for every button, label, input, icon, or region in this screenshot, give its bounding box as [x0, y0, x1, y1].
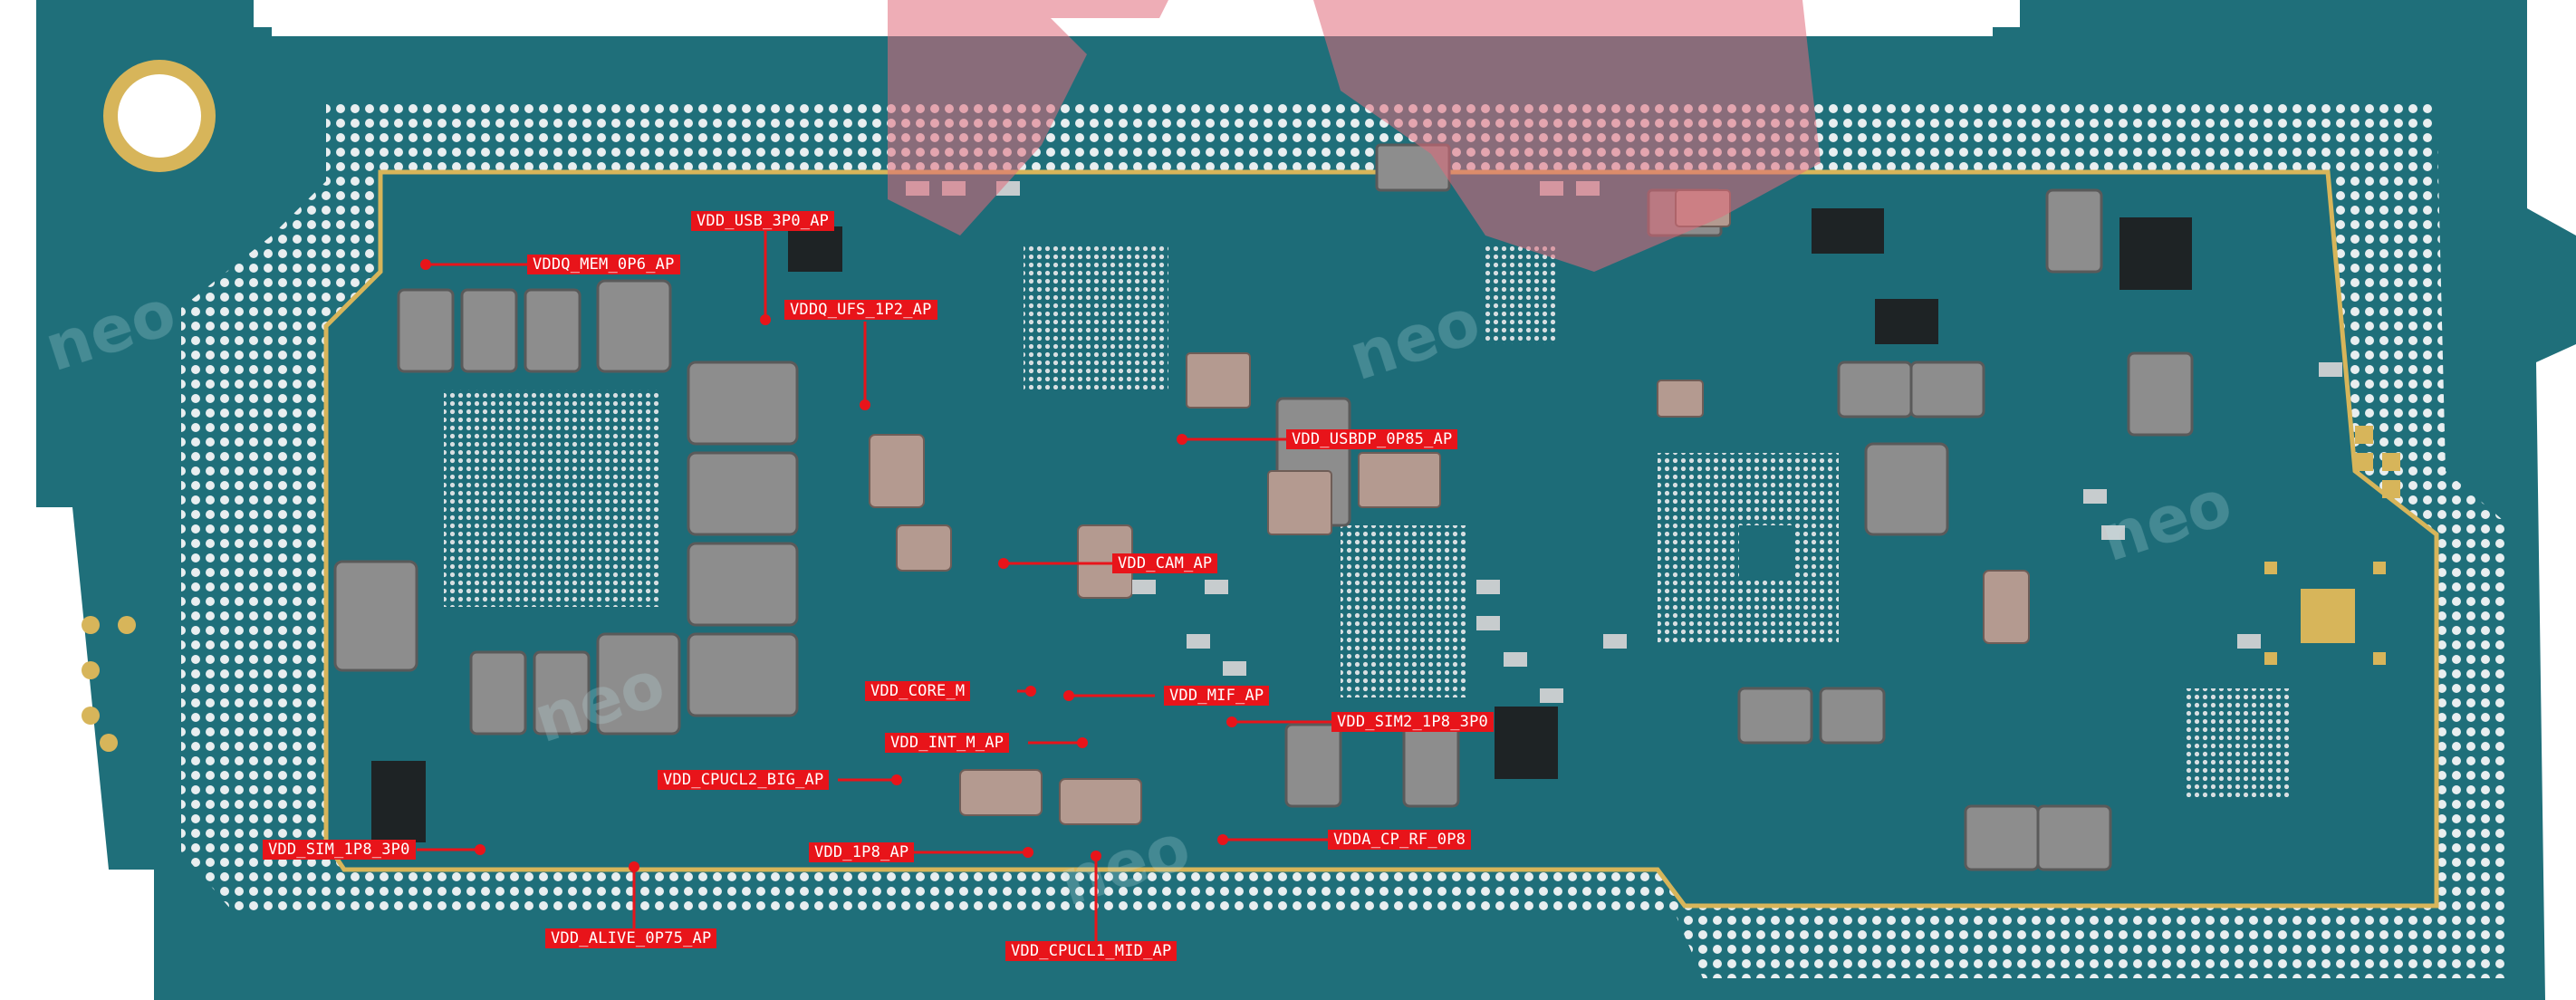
label-vdd-sim-1p8-3p0: VDD_SIM_1P8_3P0 — [263, 840, 416, 860]
label-vdd-cam-ap: VDD_CAM_AP — [1112, 553, 1218, 573]
label-vdd-cpucl1-mid-ap: VDD_CPUCL1_MID_AP — [1005, 941, 1177, 961]
label-vddq-ufs-1p2-ap: VDDQ_UFS_1P2_AP — [784, 300, 937, 320]
label-vdd-mif-ap: VDD_MIF_AP — [1164, 686, 1270, 706]
label-vdda-cp-rf-0p8: VDDA_CP_RF_0P8 — [1328, 830, 1472, 850]
label-vdd-sim2-1p8-3p0: VDD_SIM2_1P8_3P0 — [1331, 712, 1494, 732]
label-vdd-cpucl2-big-ap: VDD_CPUCL2_BIG_AP — [658, 770, 830, 790]
label-vdd-usbdp-0p85-ap: VDD_USBDP_0P85_AP — [1286, 429, 1458, 449]
label-vdd-core-m: VDD_CORE_M — [865, 681, 971, 701]
label-vdd-1p8-ap: VDD_1P8_AP — [809, 842, 915, 862]
label-vdd-alive-0p75-ap: VDD_ALIVE_0P75_AP — [545, 928, 717, 948]
label-vddq-mem-0p6-ap: VDDQ_MEM_0P6_AP — [527, 255, 680, 274]
label-vdd-int-m-ap: VDD_INT_M_AP — [885, 733, 1010, 753]
label-vdd-usb-3p0-ap: VDD_USB_3P0_AP — [691, 211, 835, 231]
